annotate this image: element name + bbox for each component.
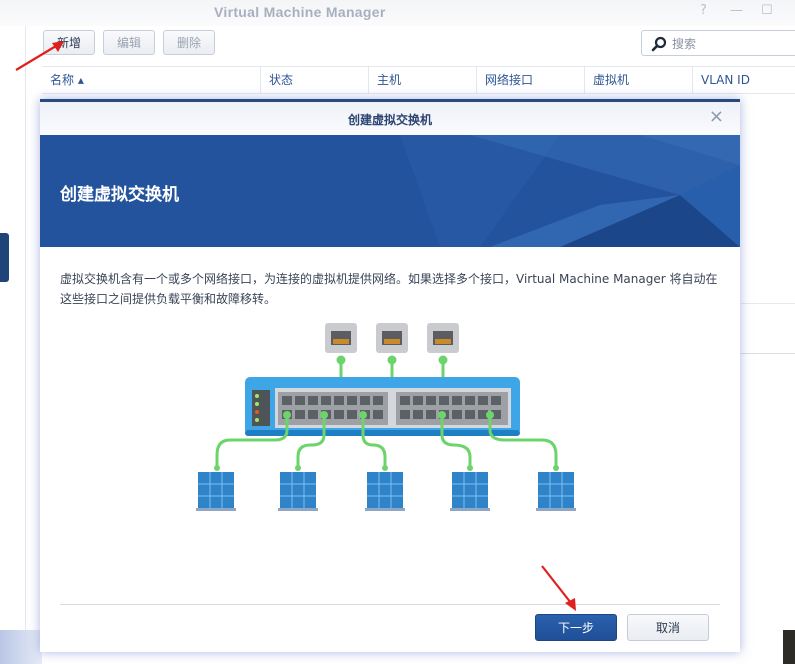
dialog-header: 创建虚拟交换机 × (40, 102, 740, 135)
column-name[interactable]: 名称 ▴ (50, 73, 84, 87)
column-vlan-id[interactable]: VLAN ID (692, 67, 795, 93)
footer-divider (60, 604, 720, 605)
help-icon[interactable]: ? (700, 3, 707, 18)
dialog-banner: 创建虚拟交换机 (40, 135, 740, 247)
sidebar-item-selected[interactable] (0, 233, 9, 282)
vm-icon (196, 472, 576, 511)
dialog-title: 创建虚拟交换机 (347, 113, 432, 127)
search-placeholder: 搜索 (672, 37, 697, 51)
vswitch-illustration (196, 323, 576, 511)
sidebar-divider (25, 26, 26, 630)
desktop-background (783, 630, 795, 664)
search-icon (651, 36, 667, 52)
delete-button[interactable]: 删除 (163, 30, 215, 55)
table-header: 名称 ▴ 状态 主机 网络接口 虚拟机 VLAN ID (42, 66, 795, 94)
create-vswitch-dialog: 创建虚拟交换机 × 创建虚拟交换机 虚拟交换机含有一个或多个网络接口，为连接的虚… (40, 99, 740, 652)
app-title: Virtual Machine Manager (214, 4, 386, 20)
edit-button[interactable]: 编辑 (103, 30, 155, 55)
dialog-description: 虚拟交换机含有一个或多个网络接口，为连接的虚拟机提供网络。如果选择多个接口，Vi… (60, 272, 718, 306)
close-icon[interactable]: × (708, 106, 724, 127)
search-input[interactable]: 搜索 (641, 30, 795, 56)
banner-title: 创建虚拟交换机 (60, 185, 179, 205)
annotation-arrow-add (15, 41, 64, 71)
uplink-port-icon (325, 323, 459, 353)
window-titlebar: Virtual Machine Manager ? — ☐ (0, 0, 795, 26)
minimize-icon[interactable]: — (730, 3, 743, 18)
annotation-arrow-next (541, 565, 576, 611)
cancel-button[interactable]: 取消 (627, 614, 709, 641)
column-network-interface[interactable]: 网络接口 (476, 67, 584, 93)
banner-polygon-decoration (400, 135, 740, 247)
left-sidebar (0, 26, 26, 664)
column-virtual-machine[interactable]: 虚拟机 (584, 67, 692, 93)
column-status[interactable]: 状态 (260, 67, 368, 93)
maximize-icon[interactable]: ☐ (761, 3, 773, 18)
add-button[interactable]: 新增 (43, 30, 95, 55)
background-panel-row (741, 303, 795, 354)
column-host[interactable]: 主机 (368, 67, 476, 93)
next-button[interactable]: 下一步 (535, 614, 617, 641)
